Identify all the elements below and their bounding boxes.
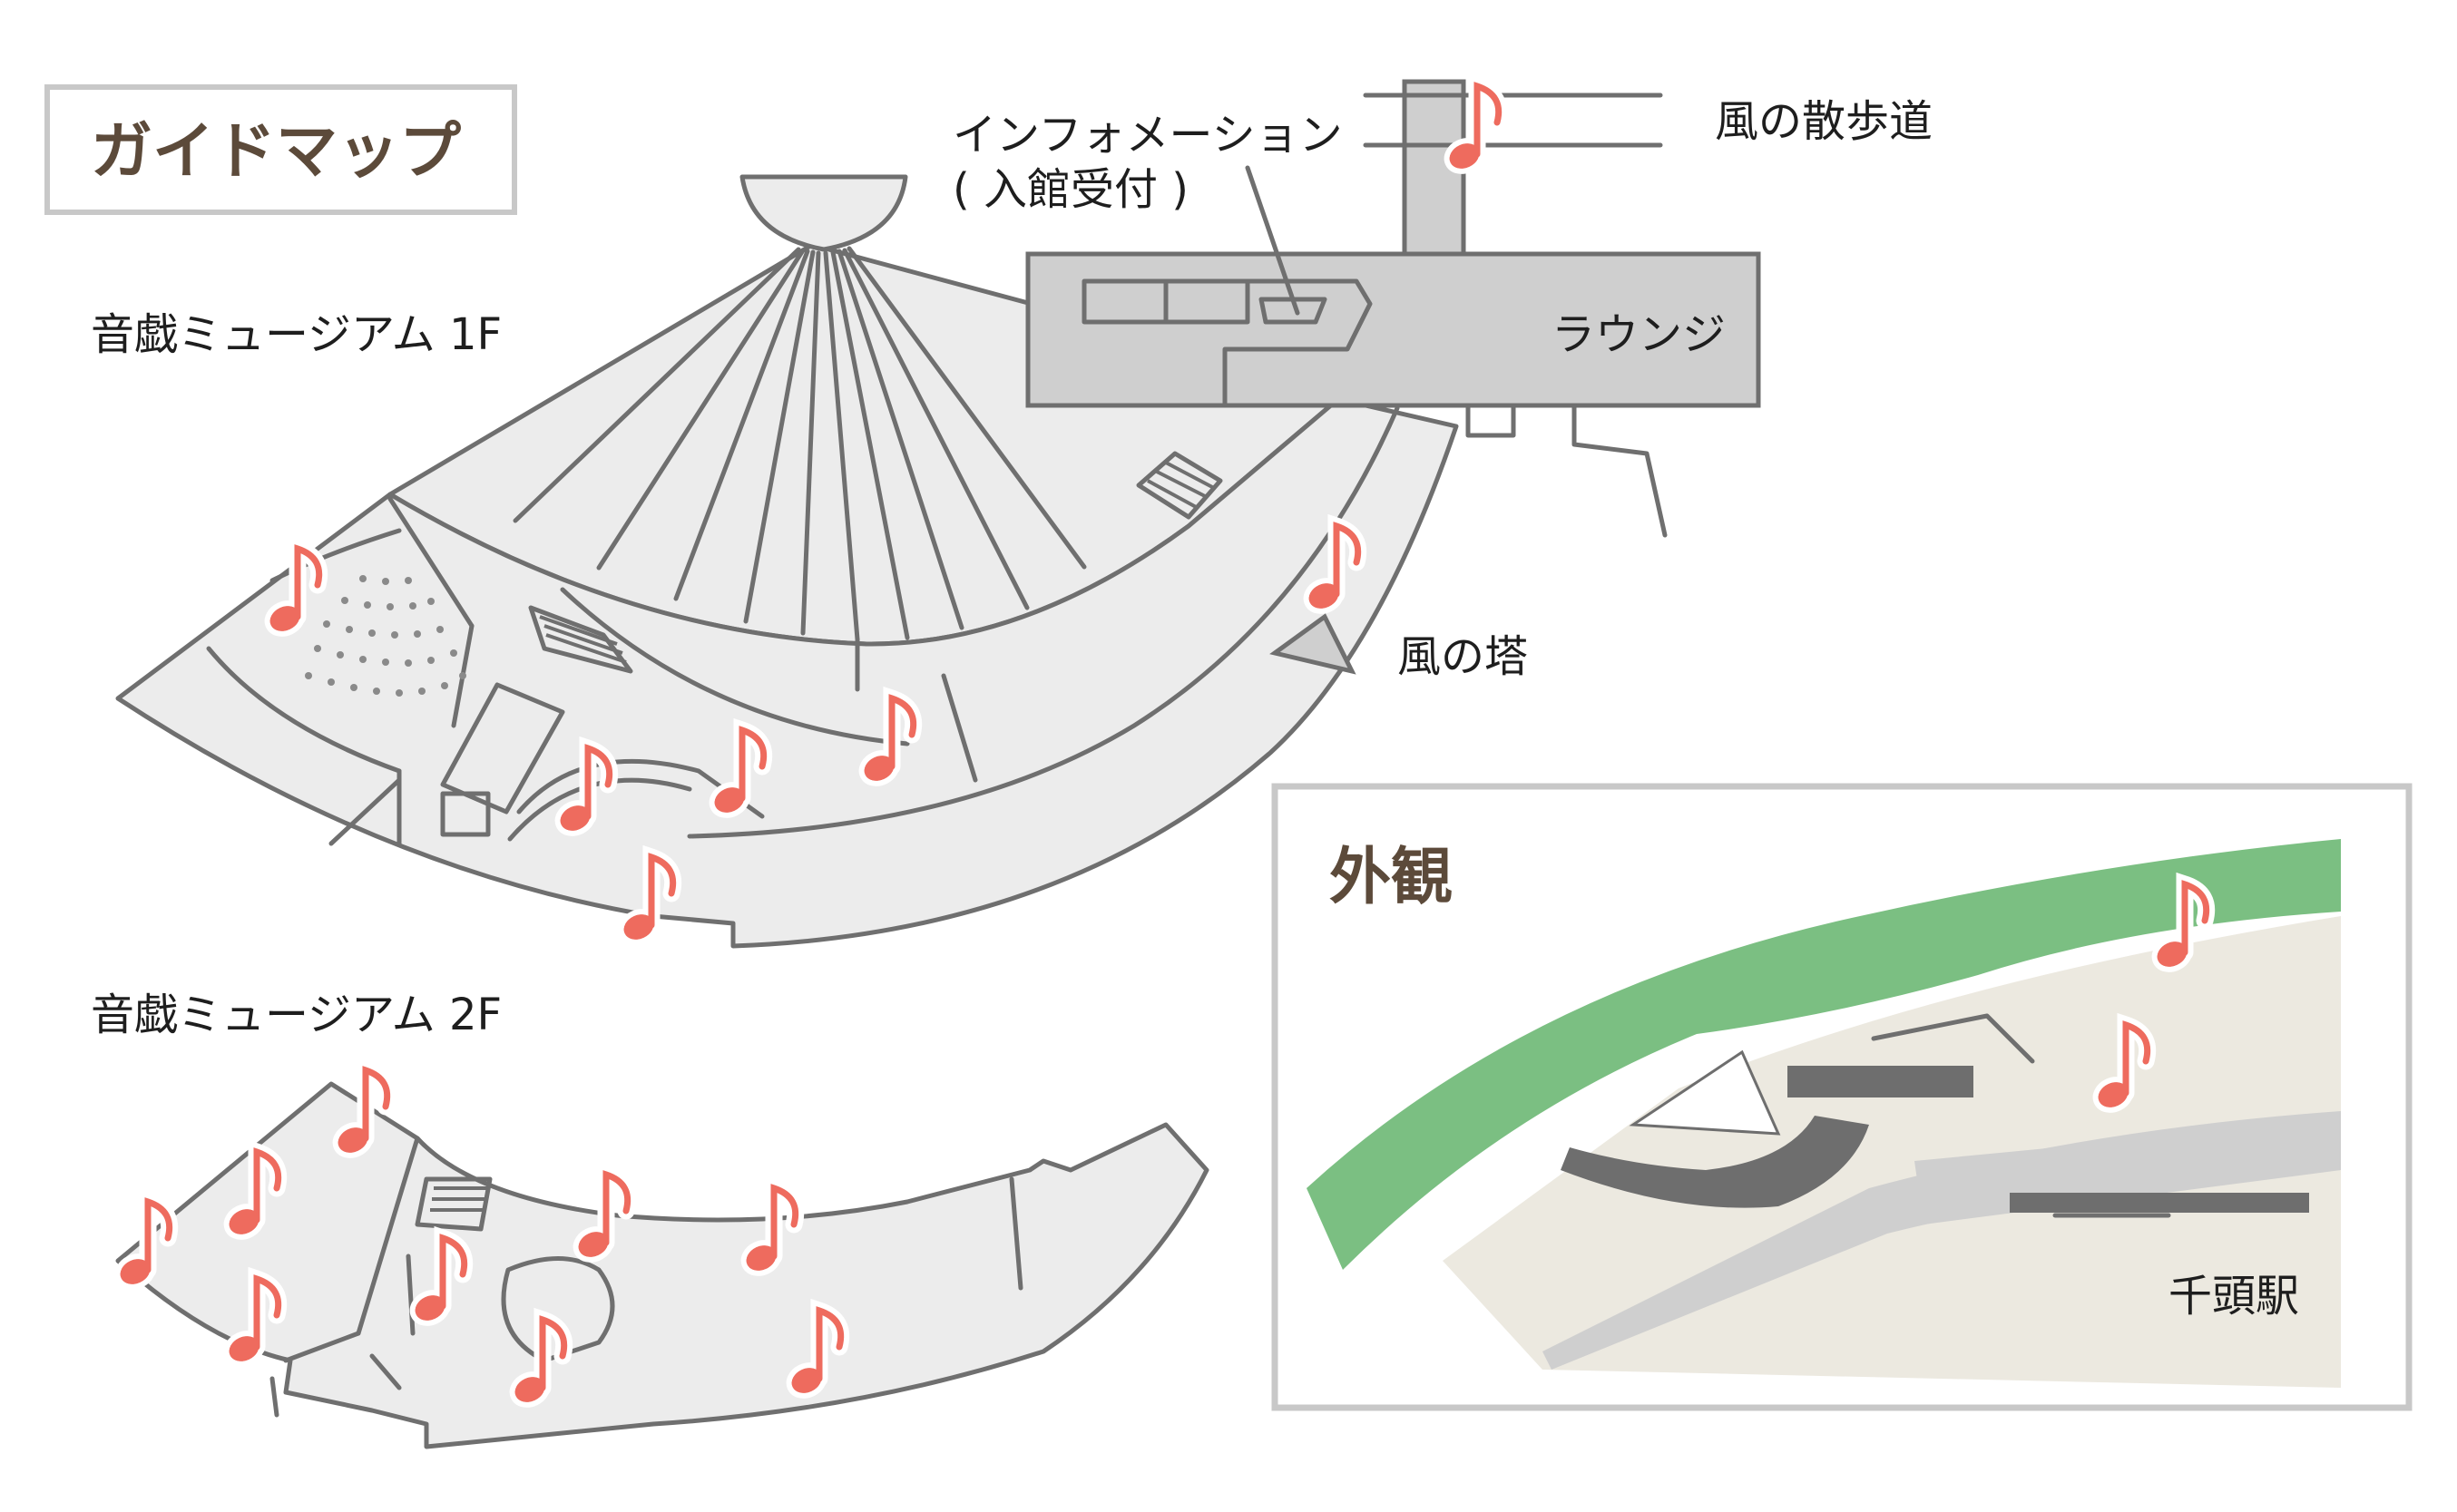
music-note-icon <box>509 1307 573 1408</box>
wind-tower-marker <box>1269 613 1356 675</box>
floor-plan-2f <box>115 1081 1209 1449</box>
wind-path-label: 風の散歩道 <box>1715 96 1933 147</box>
exterior-title: 外観 <box>1329 842 1453 913</box>
wind-tower-label: 風の塔 <box>1397 631 1528 682</box>
lounge-label: ラウンジ <box>1552 309 1726 360</box>
music-note-icon <box>2151 872 2216 972</box>
music-note-icon <box>114 1189 179 1290</box>
map-title: ガイドマップ <box>91 116 461 188</box>
info-pointer <box>1245 165 1300 316</box>
dome <box>739 174 908 252</box>
exterior-river <box>1307 839 2341 1270</box>
music-note-icon <box>1303 513 1367 614</box>
music-note-icon <box>332 1058 396 1158</box>
music-note-icon <box>223 1139 288 1240</box>
floor-label-2f: 音戯ミュージアム 2F <box>91 990 502 1040</box>
music-note-icon <box>786 1298 850 1399</box>
music-note-icon <box>554 736 619 836</box>
title-box: ガイドマップ <box>44 84 517 215</box>
music-note-icon <box>573 1162 637 1263</box>
lounge-building <box>1025 79 1761 538</box>
music-note-icon <box>740 1175 805 1276</box>
floor-label-1f: 音戯ミュージアム 1F <box>91 309 502 360</box>
theatre-seats <box>305 575 466 697</box>
sound-spots <box>114 73 2216 1408</box>
music-note-icon <box>223 1266 288 1367</box>
music-note-icon <box>618 844 682 945</box>
stairs-2f <box>415 1176 493 1232</box>
stairs-1f <box>528 451 1223 674</box>
music-note-icon <box>858 686 923 786</box>
information-label: インフォメーション <box>953 110 1343 161</box>
station-label: 千頭駅 <box>2168 1271 2299 1322</box>
music-note-icon <box>409 1225 474 1326</box>
main-wing <box>115 396 1459 949</box>
floor-plan-1f <box>115 174 1459 949</box>
floor-2f <box>115 1081 1209 1449</box>
music-note-icon <box>264 536 328 637</box>
information-sub-label: ( 入館受付 ) <box>953 164 1189 215</box>
exterior-ground <box>1443 916 2341 1388</box>
exterior-box: 外観 千頭駅 <box>1271 783 2413 1411</box>
music-note-icon <box>1444 73 1508 174</box>
fan-lines <box>513 246 1087 642</box>
music-note-icon <box>2092 1012 2157 1113</box>
music-note-icon <box>709 717 773 818</box>
station-building <box>2010 1193 2309 1213</box>
